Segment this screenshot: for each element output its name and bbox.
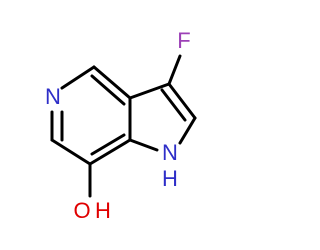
bond-c3a-c3 (128, 82, 171, 100)
atom-pyrrole-hydrogen: H (162, 166, 178, 191)
atom-hydroxyl-hydrogen: H (95, 198, 111, 223)
bond-c3a-c4-double (90, 74, 126, 106)
bond-c7-c7a-double (90, 133, 126, 156)
bonds (50, 54, 197, 198)
bond-c3-c2-double (160, 88, 187, 122)
bond-c3-f (167, 54, 182, 86)
structure-canvas: F N N H O H (45, 28, 197, 223)
molecule-drawing: F N N H O H (45, 28, 197, 223)
atom-ring-nitrogen: N (45, 84, 61, 109)
bond-n1-c7a (128, 138, 159, 152)
atom-fluorine: F (177, 28, 190, 53)
bond-c3-c2 (167, 82, 197, 120)
atom-pyrrole-nitrogen: N (162, 140, 178, 165)
bond-c7-c7a (88, 138, 132, 166)
bond-c3a-c4 (92, 65, 132, 100)
bond-c2-n1 (178, 116, 197, 145)
bond-c6-c7 (50, 138, 92, 166)
bond-c4-n5 (60, 65, 96, 90)
atom-labels: F N N H O H (45, 28, 191, 223)
atom-hydroxyl-oxygen: O (73, 198, 90, 223)
